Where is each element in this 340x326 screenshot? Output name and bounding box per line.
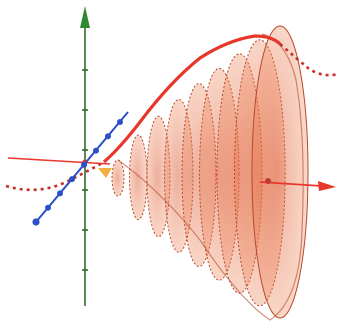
y-axis-arrow-icon <box>80 6 90 28</box>
z-axis-point <box>81 161 87 168</box>
z-axis-point <box>32 218 40 226</box>
lower-bound-marker <box>98 168 112 178</box>
z-axis-point <box>105 133 111 140</box>
solid-disk <box>111 159 125 197</box>
z-axis-point <box>93 147 99 154</box>
z-axis-point <box>69 176 75 183</box>
z-axis-point <box>57 190 63 197</box>
solid-of-revolution <box>111 25 309 321</box>
z-axis-point <box>45 204 51 211</box>
y-axis-ticks <box>82 69 88 271</box>
solid-disk <box>129 134 148 221</box>
x-axis-point <box>265 178 271 184</box>
curve-right-dashed <box>279 43 339 77</box>
x-axis-line <box>7 157 111 165</box>
solid-outline <box>117 33 304 321</box>
x-axis-arrow-icon <box>318 181 336 191</box>
z-axis-point <box>117 119 123 125</box>
z-axis <box>32 111 129 226</box>
curve-left-dashed <box>5 160 105 192</box>
y-axis <box>80 6 90 306</box>
solid-disk <box>251 25 309 319</box>
generating-curve <box>102 34 282 164</box>
